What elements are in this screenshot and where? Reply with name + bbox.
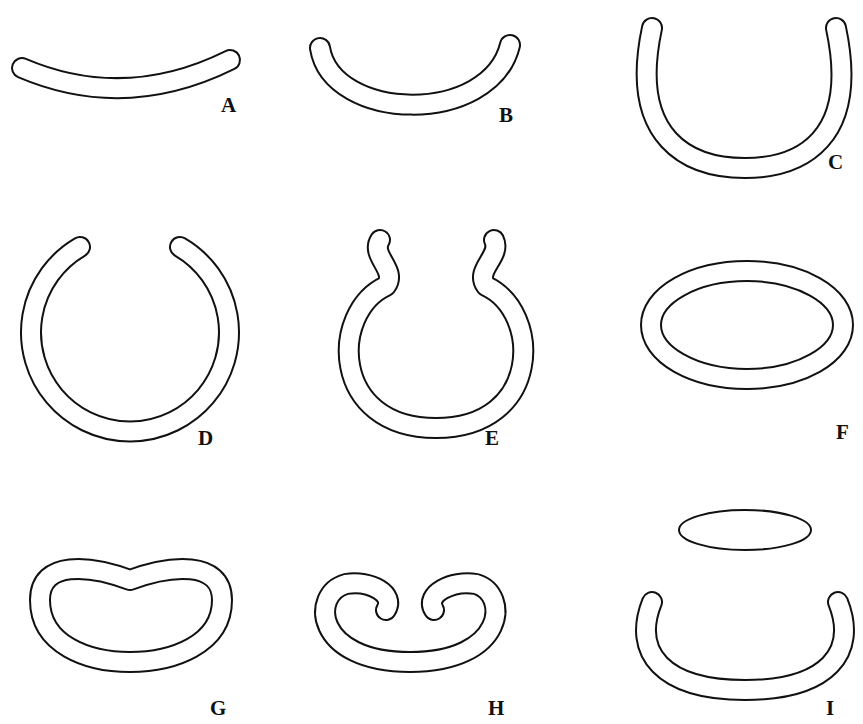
stage-c-cup [647, 28, 842, 168]
stage-h-open-kidney [325, 583, 495, 662]
stage-letter: C [828, 152, 843, 173]
stage-letter: B [499, 105, 513, 126]
stage-letter: E [485, 428, 499, 449]
stage-b-groove [320, 45, 510, 105]
stage-letter: H [488, 698, 504, 719]
stage-letter: I [826, 698, 834, 719]
stage-letter: A [221, 95, 236, 116]
stage-f-closed-ring [651, 271, 843, 379]
stage-letter: D [198, 428, 213, 449]
stage-d-open-sphere [31, 247, 229, 431]
stage-e-flask [349, 240, 523, 428]
stage-i-detached-vesicle [646, 510, 844, 690]
stage-g-kidney-ring [40, 569, 222, 662]
stage-a-plate [22, 60, 230, 88]
stage-letter: G [210, 698, 226, 719]
stage-letter: F [836, 422, 849, 443]
